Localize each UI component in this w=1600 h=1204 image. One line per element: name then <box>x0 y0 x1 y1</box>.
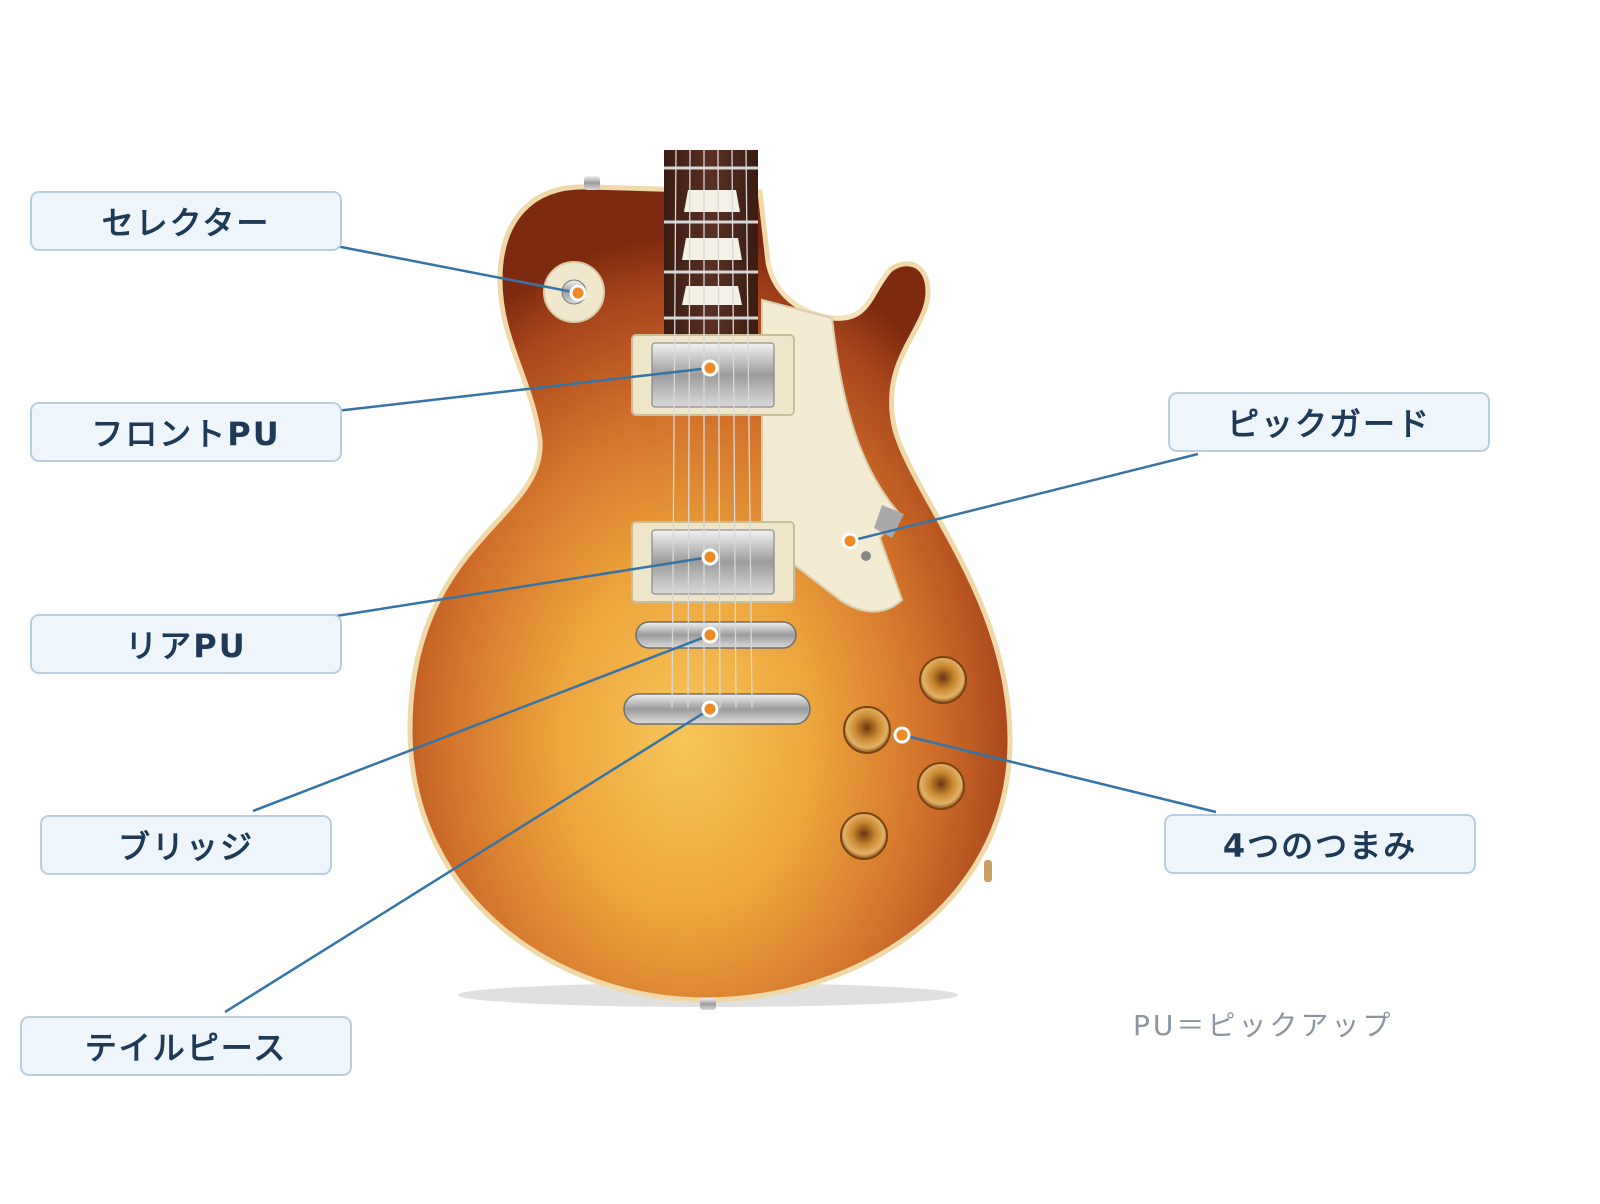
output-jack <box>984 860 992 882</box>
fret-inlays <box>682 190 742 305</box>
strap-button-top <box>584 176 600 190</box>
label-selector: セレクター <box>30 191 342 251</box>
marker-knobs <box>893 726 911 744</box>
label-knobs: 4つのつまみ <box>1164 814 1476 874</box>
pu-abbreviation-note: PU＝ピックアップ <box>1133 1009 1394 1042</box>
knob-3 <box>917 762 965 810</box>
pickguard-bracket <box>874 505 904 538</box>
marker-bridge <box>701 626 719 644</box>
strap-button-bottom <box>700 998 716 1010</box>
marker-rear-pu <box>701 548 719 566</box>
leader-lines <box>224 244 1217 1014</box>
label-tailpiece: テイルピース <box>20 1016 352 1076</box>
leader-rear-pu <box>335 555 711 618</box>
knob-2 <box>843 706 891 754</box>
marker-selector <box>569 284 587 302</box>
leader-front-pu <box>335 366 711 413</box>
knob-4 <box>840 812 888 860</box>
leader-tailpiece <box>224 707 711 1014</box>
pickguard-screw <box>861 551 871 561</box>
markers <box>569 284 911 744</box>
leader-knobs <box>901 733 1217 814</box>
label-front-pu: フロントPU <box>30 402 342 462</box>
label-bridge: ブリッジ <box>40 815 332 875</box>
frets <box>664 166 758 320</box>
marker-front-pu <box>701 359 719 377</box>
strings <box>671 149 753 709</box>
pickguard <box>761 298 904 613</box>
marker-tailpiece <box>701 700 719 718</box>
label-pickguard: ピックガード <box>1168 392 1490 452</box>
marker-pickguard <box>841 532 859 550</box>
knob-1 <box>919 656 967 704</box>
leader-bridge <box>252 633 711 813</box>
label-rear-pu: リアPU <box>30 614 342 674</box>
leader-selector <box>335 244 579 295</box>
leader-pickguard <box>849 452 1199 543</box>
